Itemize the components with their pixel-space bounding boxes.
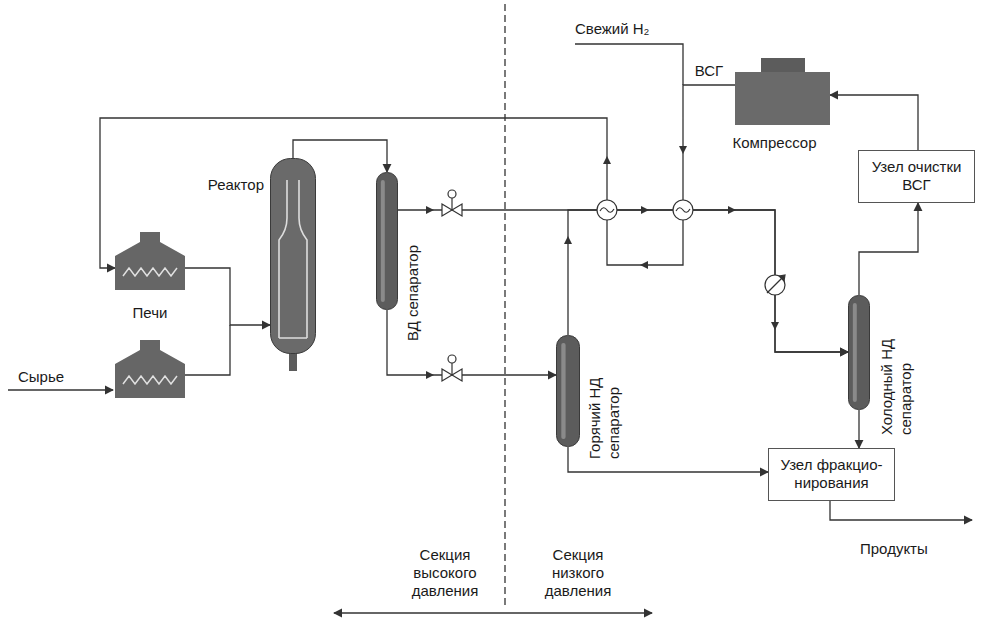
furnace-coil xyxy=(123,268,177,276)
process-box: Узел фракцио- нирования xyxy=(768,448,895,501)
exchanger-body xyxy=(673,200,693,220)
furnace-icon xyxy=(115,232,185,290)
furnace-icon xyxy=(115,340,185,398)
pipe-connector xyxy=(185,268,270,325)
feed-line xyxy=(8,389,113,390)
section-span-arrow xyxy=(334,612,652,613)
valve-symbol xyxy=(442,190,462,216)
exchanger-wave xyxy=(676,208,690,213)
equipment-label: Реактор xyxy=(208,176,264,194)
cooler-body xyxy=(765,275,785,295)
furnace-body xyxy=(115,232,185,290)
reactor-vessel: Реактор xyxy=(270,158,316,373)
air-cooler-symbol xyxy=(765,275,785,295)
separator-vessel: ВД сепаратор xyxy=(376,172,426,347)
flow-arrow xyxy=(771,322,779,330)
cooler-arrow xyxy=(767,276,784,293)
vessel-shape xyxy=(556,335,580,447)
pipe-connector xyxy=(858,410,859,448)
box-label: Узел фракцио- нирования xyxy=(769,449,894,499)
flow-arrow xyxy=(679,146,687,154)
box-label: Узел очистки ВСГ xyxy=(859,151,974,201)
valve-stem xyxy=(451,198,452,210)
valve-stem xyxy=(451,363,452,375)
valve-actuator xyxy=(448,190,456,198)
flow-arrow xyxy=(564,236,572,244)
equipment-label: Холодный НД сепаратор xyxy=(878,300,916,435)
vessel-highlight xyxy=(853,303,857,402)
pipe-connector xyxy=(859,203,918,295)
vessel-body xyxy=(377,173,398,310)
equipment-label: Печи xyxy=(115,304,185,322)
furnace-coil xyxy=(123,376,177,384)
stream-label: Секция высокого давления xyxy=(400,546,490,600)
valve-actuator xyxy=(448,355,456,363)
flow-arrow xyxy=(728,206,736,214)
equipment-label: ВД сепаратор xyxy=(404,226,423,341)
vessel-highlight xyxy=(561,343,565,439)
pipe-connector xyxy=(568,210,848,352)
pipe-connector xyxy=(100,85,735,268)
flow-arrow xyxy=(426,206,434,214)
process-box: Узел очистки ВСГ xyxy=(858,150,975,203)
flow-arrow xyxy=(426,371,434,379)
equipment-label: Горячий НД сепаратор xyxy=(586,335,624,459)
vessel-highlight xyxy=(381,180,385,302)
pipe-connector xyxy=(830,95,918,150)
furnace-body xyxy=(115,340,185,398)
exchanger-body xyxy=(597,200,617,220)
furnace-group: Печи xyxy=(115,232,185,410)
reactor-body xyxy=(271,159,316,354)
valve-symbol xyxy=(442,355,462,381)
heat-exchanger-symbol xyxy=(597,200,617,220)
drawing-part xyxy=(8,4,972,613)
pipe-connector xyxy=(398,210,848,352)
flow-arrow xyxy=(603,156,611,164)
fresh-hydrogen-line xyxy=(575,44,683,85)
flow-arrow xyxy=(641,206,649,214)
compressor-shape xyxy=(735,58,830,125)
equipment-label: Компрессор xyxy=(712,134,837,152)
vessel-shape xyxy=(848,295,870,410)
edge-label: ВСГ xyxy=(693,62,725,79)
flow-arrow xyxy=(640,261,648,269)
cooler-arrowhead xyxy=(779,275,785,281)
separator-vessel: Горячий НД сепаратор xyxy=(556,335,636,465)
flow-arrows xyxy=(426,146,779,379)
stream-label: Сырье xyxy=(18,368,64,386)
stream-label: Продукты xyxy=(860,540,928,558)
vessel-body xyxy=(849,296,870,410)
reactor-internals xyxy=(279,180,307,338)
furnace-outlet-line xyxy=(185,325,230,375)
section-divider xyxy=(504,4,505,606)
separator-vessel: Холодный НД сепаратор xyxy=(848,295,928,445)
exchanger-wave xyxy=(600,208,614,213)
stream-label: Свежий H₂ xyxy=(575,20,649,38)
vessel-body xyxy=(557,336,580,447)
vessel-shape xyxy=(376,172,398,310)
compressor-unit: Компрессор xyxy=(712,58,837,158)
reactor-shape xyxy=(270,158,316,373)
heat-exchanger-symbol xyxy=(673,200,693,220)
stream-label: Секция низкого давления xyxy=(533,546,623,600)
compressor-head xyxy=(761,58,805,74)
compressor-body xyxy=(735,72,830,125)
